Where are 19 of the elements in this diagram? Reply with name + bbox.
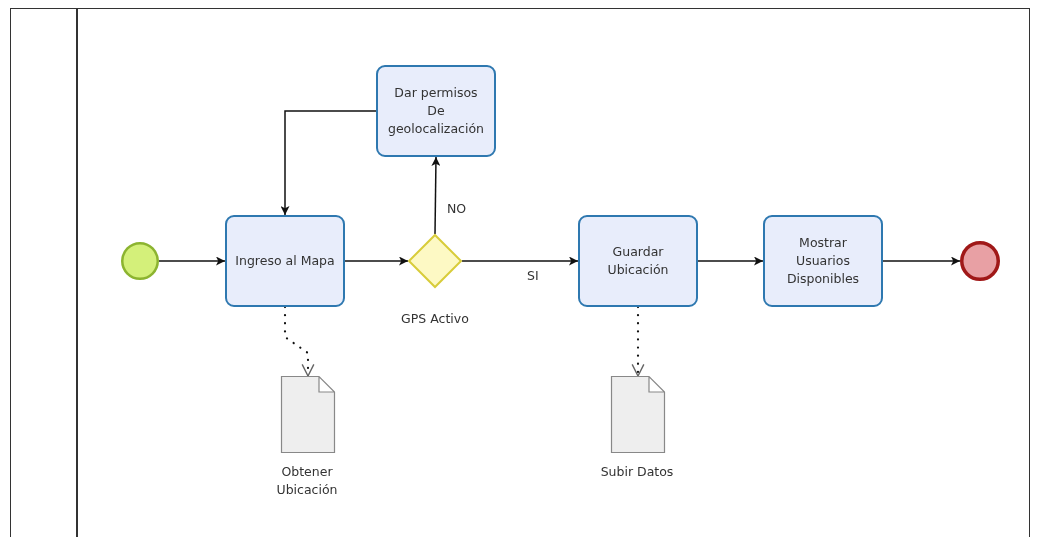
task-box: Ingreso al Mapa xyxy=(225,215,345,307)
edge-label: SI xyxy=(525,268,541,283)
sequence-arrow xyxy=(882,256,961,266)
node-caption: GPS Activo xyxy=(400,310,470,328)
sequence-arrow xyxy=(158,256,226,266)
association-arrow xyxy=(283,305,315,378)
task-box: Guardar Ubicación xyxy=(578,215,698,307)
sequence-arrow xyxy=(697,256,764,266)
edge-label: NO xyxy=(445,201,469,216)
sequence-arrow xyxy=(461,256,579,266)
task-box: Dar permisos De geolocalización xyxy=(376,65,496,157)
node-caption: Subir Datos xyxy=(599,463,675,481)
sequence-arrow xyxy=(280,110,377,216)
node-caption: Obtener Ubicación xyxy=(275,463,339,500)
swimlane-pool xyxy=(10,8,1030,537)
task-box: Mostrar Usuarios Disponibles xyxy=(763,215,883,307)
sequence-arrow xyxy=(431,156,441,235)
sequence-arrow xyxy=(344,256,409,266)
association-arrow xyxy=(631,305,645,378)
